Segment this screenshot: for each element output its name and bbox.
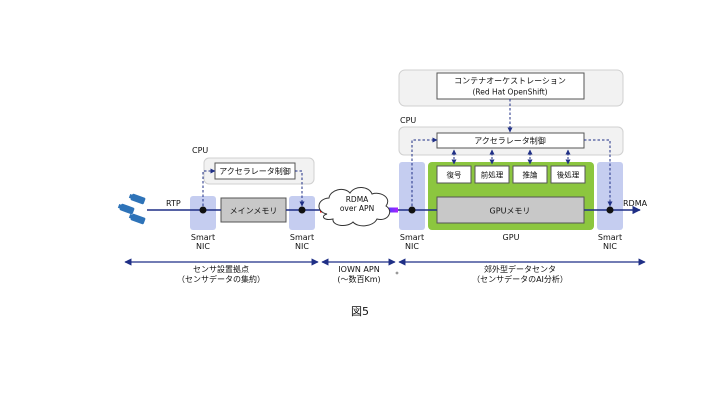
smart-nic-3-label-line2: NIC <box>405 242 419 251</box>
region-site-line2: （センサデータの集約） <box>177 274 265 284</box>
accelerator-control-right-label: アクセラレータ制御 <box>474 136 546 146</box>
smart-nic-2-label-line1: Smart <box>290 233 314 242</box>
apn-cloud <box>318 187 391 227</box>
gpu-memory-label: GPUメモリ <box>490 207 531 216</box>
nic-4-dot <box>606 206 614 214</box>
smart-nic-1-label-line1: Smart <box>191 233 215 242</box>
cpu-right-label: CPU <box>400 116 416 125</box>
gpu-stage-inference <box>512 165 548 184</box>
smart-nic-3-label-line1: Smart <box>400 233 424 242</box>
figure-caption: 図5 <box>351 305 369 318</box>
separator-dot <box>395 271 399 275</box>
gpu-stage-preprocess <box>474 165 510 184</box>
region-apn-line2: (～数百Km) <box>337 274 380 284</box>
control-line-left-in <box>202 168 216 206</box>
smart-nic-2-label-line2: NIC <box>295 242 309 251</box>
region-datacenter-line1: 郊外型データセンタ <box>484 264 556 274</box>
orchestration-label-line1: コンテナオーケストレーション <box>454 77 566 86</box>
gpu-stage-postprocess <box>550 165 586 184</box>
region-site-line1: センサ設置拠点 <box>193 264 249 274</box>
region-datacenter-line2: （センサデータのAI分析） <box>472 274 568 284</box>
rdma-output-label: RDMA <box>623 199 648 208</box>
gpu-stage-preprocess-label: 前処理 <box>481 170 504 180</box>
gpu-label: GPU <box>503 233 520 242</box>
nic-3-dot <box>408 206 416 214</box>
region-apn-line1: IOWN APN <box>338 265 379 274</box>
gpu-stage-decode-label: 復号 <box>447 170 462 180</box>
rdma-over-apn-line1: RDMA <box>346 195 369 204</box>
gpu-stage-inference-label: 推論 <box>523 170 538 180</box>
accelerator-control-left-label: アクセラレータ制御 <box>219 166 291 176</box>
smart-nic-4-label-line2: NIC <box>603 242 617 251</box>
gpu-stage-decode <box>436 165 472 184</box>
rdma-over-apn-line2: over APN <box>340 204 374 213</box>
main-memory-label: メインメモリ <box>230 207 278 216</box>
smart-nic-1-label-line2: NIC <box>196 242 210 251</box>
control-line-right-out <box>584 139 613 207</box>
control-line-right-in <box>411 137 438 206</box>
gpu-memory-box <box>436 196 585 224</box>
control-line-left-out <box>295 170 305 207</box>
gpu-stage-postprocess-label: 後処理 <box>557 170 580 180</box>
orchestration-box <box>436 72 585 100</box>
nic-1-dot <box>199 206 207 214</box>
nic-2-dot <box>298 206 306 214</box>
orchestration-label-line2: (Red Hat OpenShift) <box>472 88 547 97</box>
rtp-label: RTP <box>166 199 181 208</box>
cpu-left-label: CPU <box>192 146 208 155</box>
smart-nic-4-label-line1: Smart <box>598 233 622 242</box>
camera-icon <box>117 193 146 225</box>
